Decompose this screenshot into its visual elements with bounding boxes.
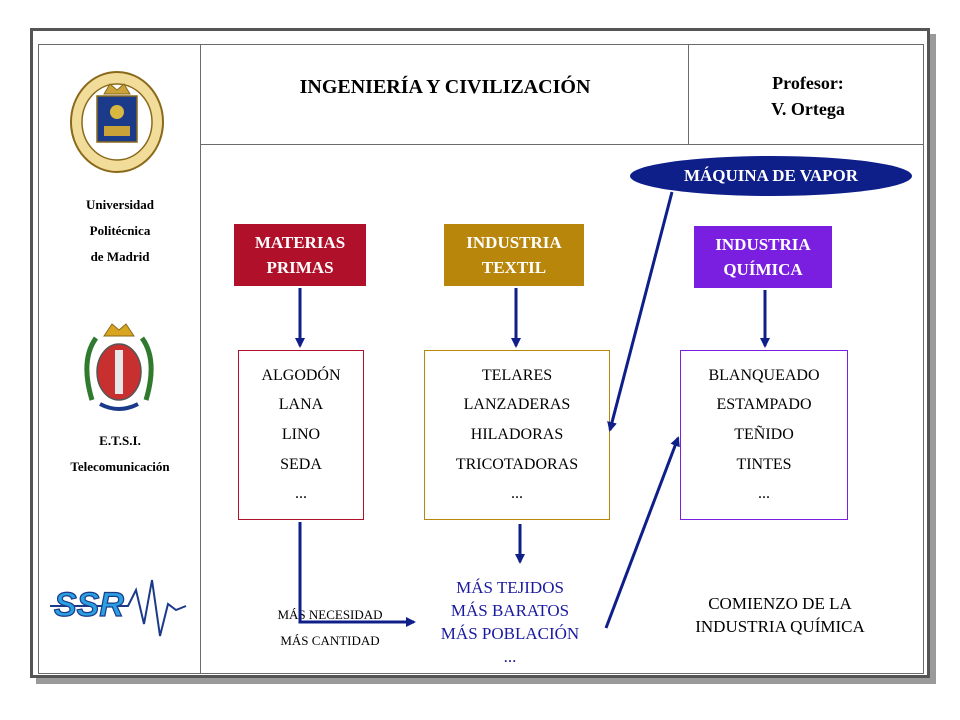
list-item: ESTAMPADO xyxy=(716,396,812,414)
need-note-line: MÁS NECESIDAD xyxy=(277,607,383,622)
outcome-notes: MÁS TEJIDOS MÁS BARATOS MÁS POBLACIÓN ..… xyxy=(410,576,610,668)
slide-inner-border xyxy=(38,44,924,674)
steam-engine-node: MÁQUINA DE VAPOR xyxy=(630,156,912,196)
list-item: LANZADERAS xyxy=(463,396,571,414)
list-item: HILADORAS xyxy=(470,425,564,443)
page-title: INGENIERÍA Y CIVILIZACIÓN xyxy=(299,76,591,98)
professor-name: V. Ortega xyxy=(771,99,845,119)
category-textile-industry: INDUSTRIA TEXTIL xyxy=(444,224,584,286)
list-item: ... xyxy=(295,485,307,503)
list-item: TELARES xyxy=(481,366,553,384)
category-line: QUÍMICA xyxy=(723,260,803,279)
professor-label: Profesor: xyxy=(772,73,844,93)
list-item: ... xyxy=(758,485,770,503)
list-item: LANA xyxy=(278,396,324,414)
list-item: SEDA xyxy=(280,455,322,473)
list-item: LINO xyxy=(281,425,321,443)
list-textile-machines: TELARES LANZADERAS HILADORAS TRICOTADORA… xyxy=(424,350,610,520)
list-item: ... xyxy=(511,485,523,503)
list-item: BLANQUEADO xyxy=(708,366,820,384)
conclusion-line: COMIENZO DE LA xyxy=(708,594,852,613)
list-item: ALGODÓN xyxy=(261,366,341,384)
university-line: Universidad xyxy=(86,197,154,212)
professor-block: Profesor: V. Ortega xyxy=(690,70,926,122)
university-name: Universidad Politécnica de Madrid xyxy=(40,192,200,270)
conclusion-line: INDUSTRIA QUÍMICA xyxy=(695,617,865,636)
header-bottom-line xyxy=(200,144,924,145)
outcome-line: MÁS TEJIDOS xyxy=(456,578,564,597)
school-line: Telecomunicación xyxy=(70,459,170,474)
university-line: Politécnica xyxy=(89,223,151,238)
school-line: E.T.S.I. xyxy=(99,433,141,448)
list-item: TEÑIDO xyxy=(734,425,794,443)
need-note-line: MÁS CANTIDAD xyxy=(280,633,380,648)
school-name: E.T.S.I. Telecomunicación xyxy=(40,428,200,480)
outcome-line: MÁS BARATOS xyxy=(450,601,570,620)
university-line: de Madrid xyxy=(90,249,150,264)
category-chemical-industry: INDUSTRIA QUÍMICA xyxy=(694,226,832,288)
conclusion-text: COMIENZO DE LA INDUSTRIA QUÍMICA xyxy=(660,592,900,638)
category-line: TEXTIL xyxy=(481,258,547,277)
list-item: TINTES xyxy=(736,455,792,473)
category-line: INDUSTRIA xyxy=(715,235,811,254)
category-line: MATERIAS xyxy=(254,233,346,252)
list-item: TRICOTADORAS xyxy=(455,455,579,473)
category-raw-materials: MATERIAS PRIMAS xyxy=(234,224,366,286)
sidebar-divider xyxy=(200,44,201,674)
category-line: PRIMAS xyxy=(266,258,334,277)
category-line: INDUSTRIA xyxy=(466,233,562,252)
outcome-line: ... xyxy=(503,647,517,666)
list-chemical-processes: BLANQUEADO ESTAMPADO TEÑIDO TINTES ... xyxy=(680,350,848,520)
need-notes: MÁS NECESIDAD MÁS CANTIDAD xyxy=(250,602,410,654)
list-raw-materials: ALGODÓN LANA LINO SEDA ... xyxy=(238,350,364,520)
header-divider xyxy=(688,44,689,144)
outcome-line: MÁS POBLACIÓN xyxy=(440,624,580,643)
